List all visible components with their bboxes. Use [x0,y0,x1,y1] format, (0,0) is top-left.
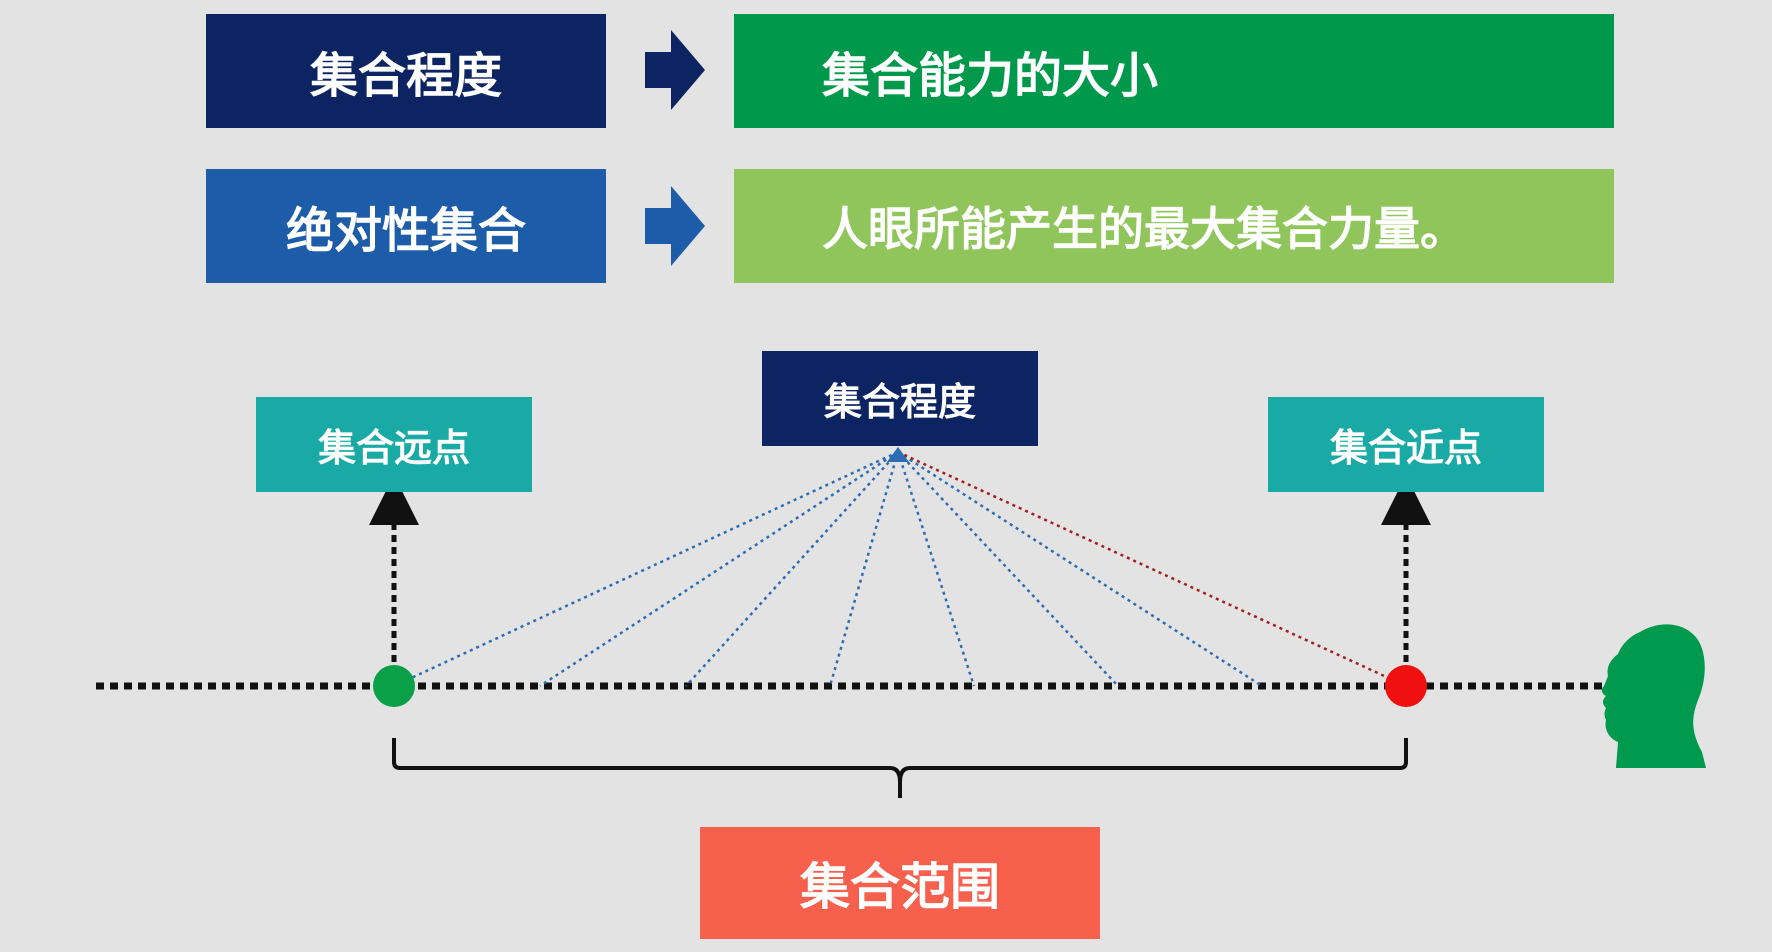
term-box-convergence-degree: 集合程度 [206,14,606,128]
far-point-dot [373,665,415,707]
convergence-range-label: 集合范围 [700,827,1100,939]
near-point-label: 集合近点 [1268,397,1544,492]
head-silhouette-icon [1601,624,1706,768]
fan-apex-arrowhead [887,447,909,462]
range-brace [392,738,1408,798]
near-point-dot [1385,665,1427,707]
definition-box-absolute-convergence: 人眼所能产生的最大集合力量。 [734,169,1614,283]
definition-box-convergence-degree: 集合能力的大小 [734,14,1614,128]
far-point-label: 集合远点 [256,397,532,492]
right-arrow-icon [645,186,705,266]
term-box-absolute-convergence: 绝对性集合 [206,169,606,283]
near-point-fan-line [897,450,1407,688]
right-arrow-icon [645,30,705,110]
fan-lines [393,450,1263,688]
convergence-degree-label: 集合程度 [762,351,1038,446]
